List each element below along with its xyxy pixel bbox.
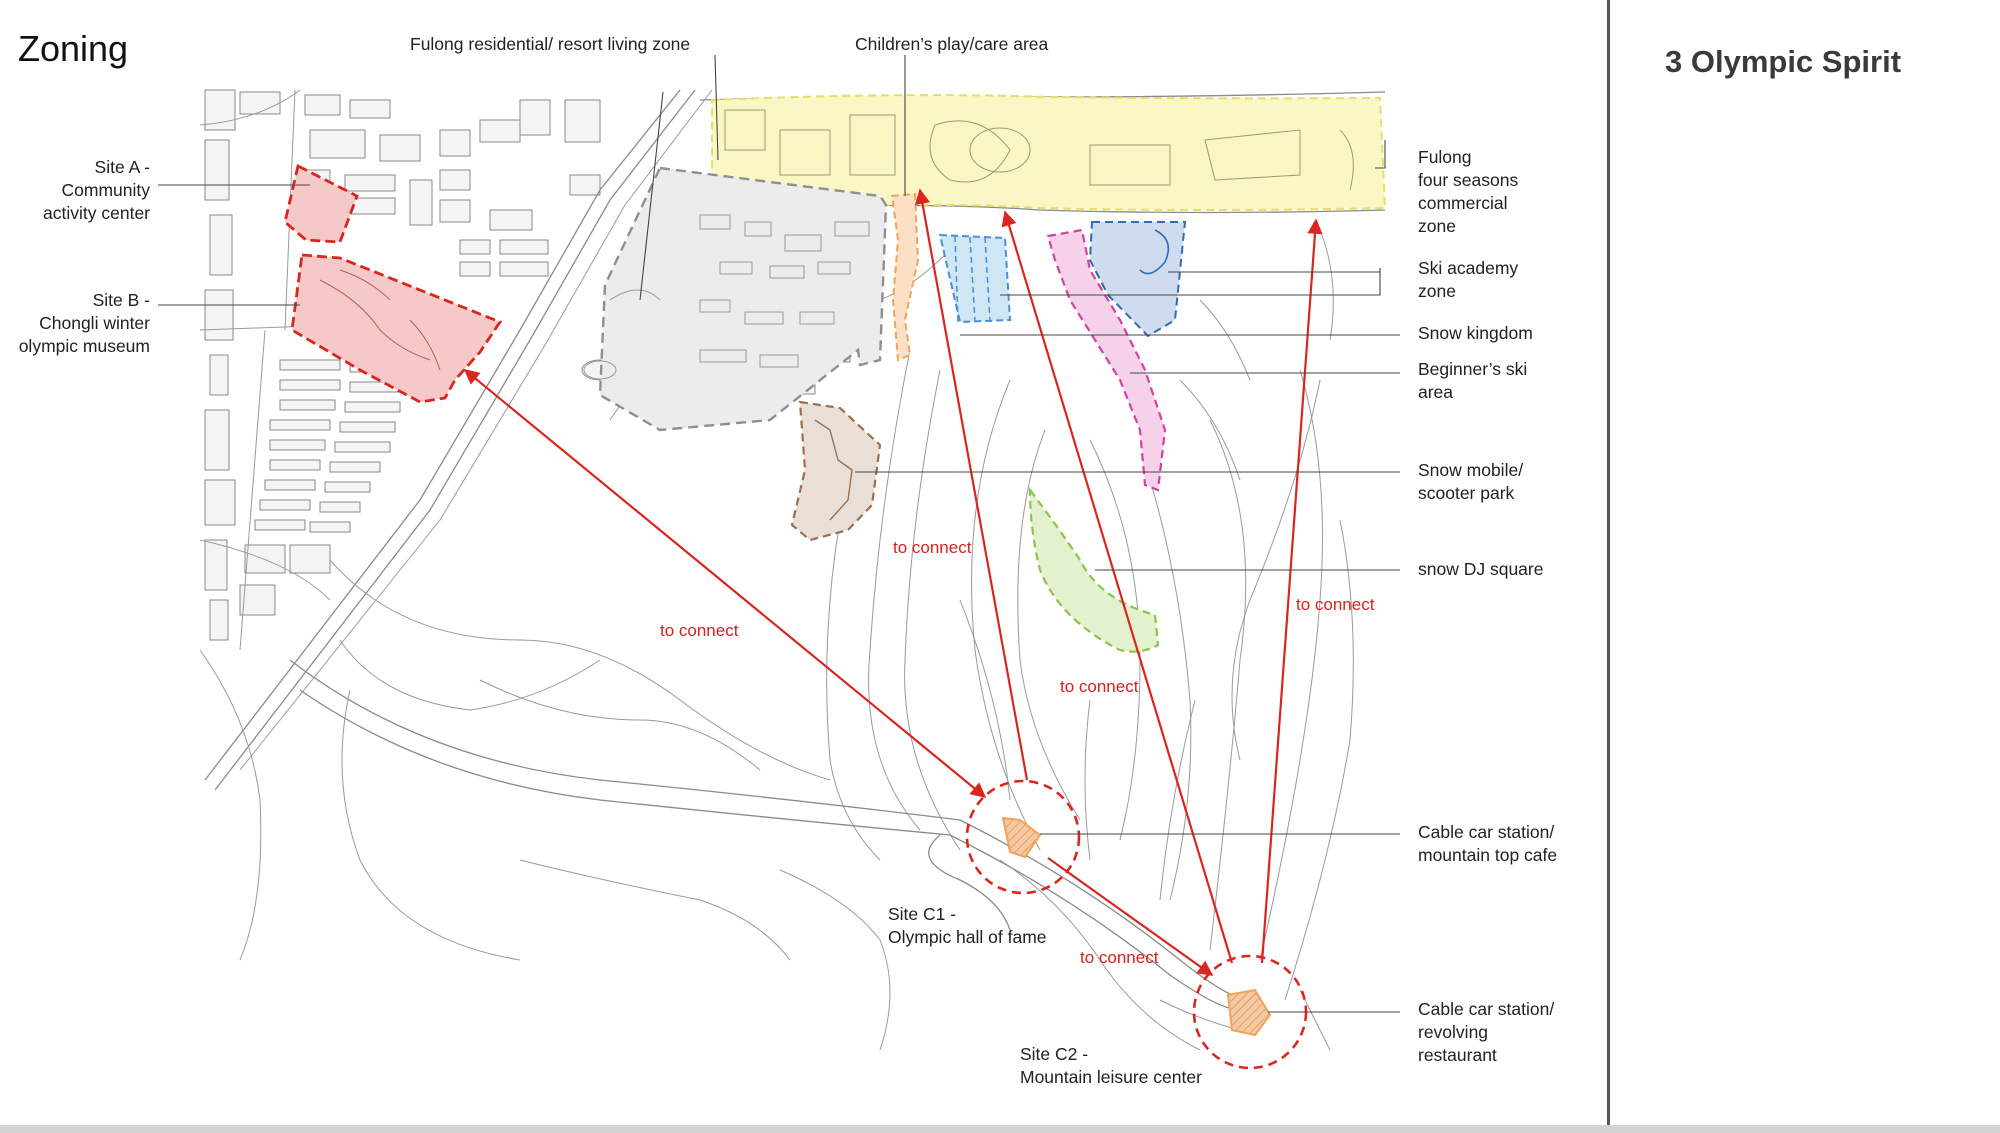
connect-label: to connect [1296, 595, 1375, 614]
connection-arrows [463, 188, 1323, 976]
arrow-siteb-to-c1 [463, 369, 987, 798]
cable-station-rest [1226, 988, 1272, 1037]
label-snow-dj: snow DJ square [1418, 559, 1543, 579]
label-site-c2: Site C2 - Mountain leisure center [1020, 1044, 1202, 1087]
svg-text:scooter park: scooter park [1418, 483, 1515, 503]
arrow-c2-to-commercial [1001, 210, 1234, 964]
svg-text:Site B -: Site B - [93, 290, 151, 310]
label-ski-academy: Ski academy zone [1418, 258, 1518, 301]
svg-text:Community: Community [62, 180, 151, 200]
svg-text:activity center: activity center [43, 203, 150, 223]
label-site-a: Site A - Community activity center [43, 157, 150, 223]
section-title: 3 Olympic Spirit [1665, 44, 1902, 79]
arrow-c2-to-right [1260, 218, 1323, 964]
svg-text:Chongli winter: Chongli winter [39, 313, 150, 333]
svg-text:Cable car station/: Cable car station/ [1418, 999, 1554, 1019]
svg-text:Mountain leisure center: Mountain leisure center [1020, 1067, 1202, 1087]
page-title: Zoning [18, 28, 129, 69]
svg-text:Site A -: Site A - [95, 157, 151, 177]
svg-text:four seasons: four seasons [1418, 170, 1518, 190]
svg-text:Site C2 -: Site C2 - [1020, 1044, 1088, 1064]
zone-children [890, 192, 920, 362]
svg-text:Fulong: Fulong [1418, 147, 1472, 167]
zone-snow-kingdom [938, 233, 1012, 324]
cable-station-top [1001, 816, 1042, 859]
zone-snow-mobile [790, 400, 882, 542]
label-snow-mobile: Snow mobile/ scooter park [1418, 460, 1523, 503]
label-cable-top: Cable car station/ mountain top cafe [1418, 822, 1557, 865]
svg-text:mountain top cafe: mountain top cafe [1418, 845, 1557, 865]
zone-snow-dj [1028, 486, 1160, 653]
arrow-c1-to-c2 [1047, 857, 1214, 976]
zone-residential [598, 166, 888, 432]
svg-text:zone: zone [1418, 281, 1456, 301]
label-fulong-residential: Fulong residential/ resort living zone [410, 34, 690, 54]
svg-text:zone: zone [1418, 216, 1456, 236]
leader-lines [158, 54, 1400, 1013]
svg-text:Cable car station/: Cable car station/ [1418, 822, 1554, 842]
label-site-b: Site B - Chongli winter olympic museum [19, 290, 150, 356]
svg-text:revolving: revolving [1418, 1022, 1488, 1042]
connect-label: to connect [1080, 948, 1159, 967]
svg-text:Olympic hall of fame: Olympic hall of fame [888, 927, 1047, 947]
connect-label: to connect [660, 621, 739, 640]
svg-text:commercial: commercial [1418, 193, 1507, 213]
page-divider [1607, 0, 1610, 1133]
svg-text:Beginner’s ski: Beginner’s ski [1418, 359, 1527, 379]
svg-text:Site C1 -: Site C1 - [888, 904, 956, 924]
site-c1-circle [965, 779, 1081, 895]
svg-text:olympic museum: olympic museum [19, 336, 150, 356]
zone-site-b [290, 253, 503, 404]
connect-label: to connect [1060, 677, 1139, 696]
bottom-bar [0, 1125, 2000, 1133]
connect-label: to connect [893, 538, 972, 557]
arrow-c1-to-children [914, 188, 1029, 781]
svg-text:Snow mobile/: Snow mobile/ [1418, 460, 1523, 480]
label-beginners: Beginner’s ski area [1418, 359, 1527, 402]
label-four-seasons: Fulong four seasons commercial zone [1418, 147, 1518, 236]
label-childrens-play: Children’s play/care area [855, 34, 1049, 54]
svg-text:area: area [1418, 382, 1453, 402]
zoning-map: to connect to connect to connect to conn… [19, 34, 1557, 1087]
zone-ski-academy [1088, 221, 1187, 338]
svg-text:Ski academy: Ski academy [1418, 258, 1518, 278]
svg-text:restaurant: restaurant [1418, 1045, 1497, 1065]
label-site-c1: Site C1 - Olympic hall of fame [888, 904, 1047, 947]
zone-four-seasons [711, 94, 1387, 214]
label-cable-rest: Cable car station/ revolving restaurant [1418, 999, 1554, 1065]
label-snow-kingdom: Snow kingdom [1418, 323, 1533, 343]
